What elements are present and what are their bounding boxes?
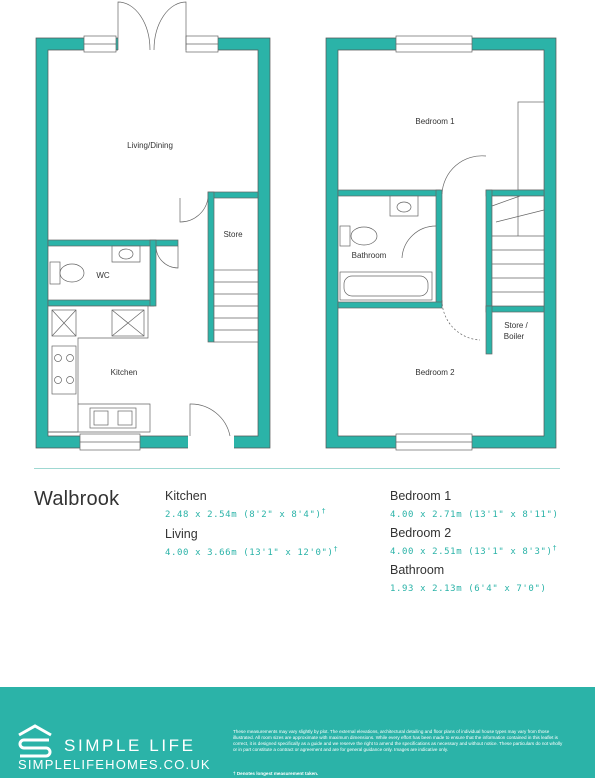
spec-room-name: Bedroom 1 bbox=[390, 489, 452, 503]
french-doors-opening bbox=[118, 36, 186, 52]
spec-room-dims: 4.00 x 2.71m (13'1" x 8'11") bbox=[390, 510, 559, 520]
wall-wc-top bbox=[47, 239, 179, 247]
brand-name: SIMPLE LIFE bbox=[64, 736, 196, 755]
wall-bed1-stairs bbox=[485, 189, 545, 197]
spec-room-dims: 4.00 x 2.51m (13'1" x 8'3")† bbox=[390, 544, 558, 557]
spec-room-dims: 4.00 x 3.66m (13'1" x 12'0")† bbox=[165, 545, 339, 558]
simple-life-logo-icon bbox=[18, 724, 52, 758]
disclaimer-text: These measurements may vary slightly by … bbox=[233, 729, 563, 752]
room-label-store-boiler-2: Boiler bbox=[504, 332, 525, 341]
spec-room-dims: 2.48 x 2.54m (8'2" x 8'4")† bbox=[165, 507, 327, 520]
spec-room-name: Bedroom 2 bbox=[390, 526, 452, 540]
wall-boiler-side bbox=[485, 305, 493, 355]
property-name: Walbrook bbox=[34, 488, 120, 510]
room-label-wc: WC bbox=[96, 271, 110, 280]
footer-banner bbox=[0, 687, 595, 778]
entrance-door-swing bbox=[189, 403, 231, 437]
entrance-door-opening bbox=[188, 434, 234, 450]
spec-kitchen: Kitchen 2.48 x 2.54m (8'2" x 8'4")† bbox=[165, 489, 326, 522]
wc-door-swing bbox=[155, 245, 179, 269]
spec-living: Living 4.00 x 3.66m (13'1" x 12'0")† bbox=[165, 527, 338, 560]
wall-stairs-side bbox=[485, 189, 493, 313]
room-label-bedroom-1: Bedroom 1 bbox=[415, 117, 455, 126]
footnote-text: † Denotes longest measurement taken. bbox=[233, 771, 319, 776]
floor-plan: Living/Dining Store WC Kitchen Bedroom 1… bbox=[35, 1, 557, 451]
spec-room-name: Kitchen bbox=[165, 489, 207, 503]
store-door-swing bbox=[179, 197, 209, 223]
wall-bath-side bbox=[435, 189, 443, 307]
divider bbox=[34, 468, 560, 469]
spec-bedroom-2: Bedroom 2 4.00 x 2.51m (13'1" x 8'3")† bbox=[390, 526, 557, 559]
room-label-kitchen: Kitchen bbox=[111, 368, 138, 377]
spec-bathroom: Bathroom 1.93 x 2.13m (6'4" x 7'0") bbox=[390, 563, 546, 596]
room-label-bedroom-2: Bedroom 2 bbox=[415, 368, 455, 377]
bedroom2-door-swing bbox=[441, 299, 481, 341]
website-link[interactable]: SIMPLELIFEHOMES.CO.UK bbox=[18, 757, 211, 772]
wall-bath-bottom bbox=[337, 301, 443, 309]
french-door-swing bbox=[117, 1, 187, 51]
wall-bed1-bath bbox=[337, 189, 441, 197]
spec-room-name: Living bbox=[165, 527, 198, 541]
room-label-bathroom: Bathroom bbox=[352, 251, 387, 260]
spec-room-name: Bathroom bbox=[390, 563, 445, 577]
wall-wc-bottom bbox=[47, 299, 155, 307]
room-label-store-boiler-1: Store / bbox=[504, 321, 528, 330]
wall-store-top bbox=[207, 191, 259, 199]
wall-store-side bbox=[207, 191, 215, 343]
spec-room-dims: 1.93 x 2.13m (6'4" x 7'0") bbox=[390, 584, 547, 594]
room-label-store: Store bbox=[223, 230, 243, 239]
bathroom-door-swing bbox=[401, 225, 437, 259]
wall-wc-side bbox=[149, 239, 157, 307]
bedroom1-door-swing bbox=[441, 155, 487, 195]
wall-boiler-top bbox=[485, 305, 545, 313]
spec-bedroom-1: Bedroom 1 4.00 x 2.71m (13'1" x 8'11") bbox=[390, 489, 559, 522]
room-label-living-dining: Living/Dining bbox=[127, 141, 173, 150]
